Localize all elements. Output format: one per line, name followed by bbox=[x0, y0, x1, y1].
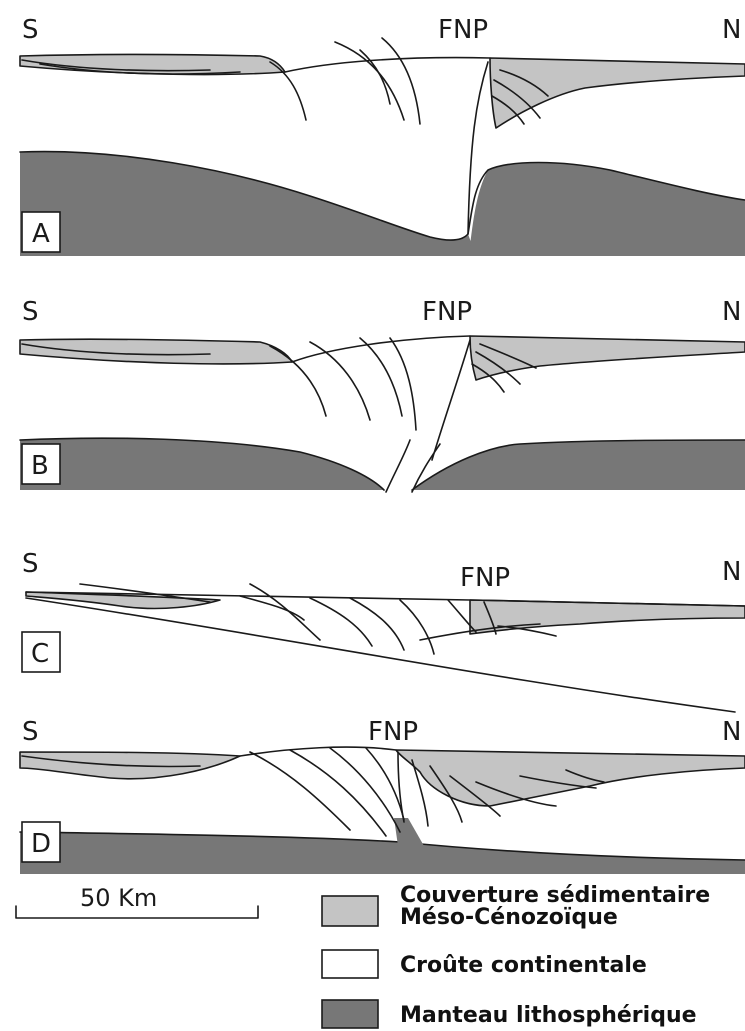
legend-label-mantle: Manteau lithosphérique bbox=[400, 1003, 697, 1028]
panel-b-fnp-label: FNP bbox=[422, 297, 472, 327]
legend-swatch-crust bbox=[322, 950, 378, 978]
panel-d-wedge bbox=[394, 818, 424, 846]
panel-b-sediment-left bbox=[20, 339, 292, 364]
panel-d-fnp-label: FNP bbox=[368, 717, 418, 747]
legend-label-crust: Croûte continentale bbox=[400, 953, 647, 978]
legend: Couverture sédimentaire Méso-Cénozoïque … bbox=[322, 883, 710, 1028]
panel-d-tag: D bbox=[31, 829, 51, 859]
panel-a-mantle-left bbox=[20, 152, 476, 256]
panel-d-fault bbox=[290, 750, 386, 836]
panel-b-topography bbox=[292, 336, 470, 362]
legend-swatch-sediment bbox=[322, 896, 378, 926]
panel-d-fault bbox=[250, 752, 350, 830]
panel-c: S FNP N C bbox=[22, 549, 745, 712]
panel-a-sediment-left bbox=[20, 55, 285, 75]
panel-b-south-label: S bbox=[22, 297, 39, 327]
panel-d-mantle bbox=[20, 832, 745, 874]
panel-a-fault bbox=[335, 42, 404, 120]
panel-a-topography bbox=[285, 58, 490, 72]
panel-b: S FNP N B bbox=[20, 297, 745, 492]
panel-a-mantle-right bbox=[470, 163, 745, 257]
panel-a: S FNP N A bbox=[20, 15, 745, 256]
legend-swatch-mantle bbox=[322, 1000, 378, 1028]
panel-b-main-fault bbox=[432, 340, 470, 460]
panel-d-sediment-right bbox=[396, 750, 745, 806]
panel-c-fnp-label: FNP bbox=[460, 563, 510, 593]
panel-c-tag: C bbox=[31, 639, 49, 669]
panel-a-south-label: S bbox=[22, 15, 39, 45]
panel-a-fnp-label: FNP bbox=[438, 15, 488, 45]
panel-b-north-label: N bbox=[722, 297, 741, 327]
panel-b-tag: B bbox=[31, 451, 49, 481]
panel-d-north-label: N bbox=[722, 717, 741, 747]
panel-c-south-label: S bbox=[22, 549, 39, 579]
panel-a-north-label: N bbox=[722, 15, 741, 45]
panel-c-north-label: N bbox=[722, 557, 741, 587]
panel-b-mantle-left bbox=[20, 438, 384, 490]
legend-label-sediment-age: Méso-Cénozoïque bbox=[400, 905, 618, 930]
panel-b-fault bbox=[390, 338, 416, 430]
panel-d-south-label: S bbox=[22, 717, 39, 747]
panel-c-fault bbox=[250, 584, 320, 640]
panel-b-mantle-right bbox=[412, 440, 745, 490]
panel-d: S FNP N D bbox=[20, 717, 745, 874]
panel-d-fault bbox=[330, 748, 400, 832]
scale-bar: 50 Km bbox=[16, 884, 258, 918]
panel-c-fault bbox=[400, 600, 434, 654]
scale-bar-label: 50 Km bbox=[80, 884, 157, 912]
panel-c-fault bbox=[350, 598, 404, 650]
panel-a-sediment-right bbox=[490, 58, 745, 128]
panel-b-sediment-right bbox=[470, 336, 745, 380]
panel-b-fault bbox=[360, 338, 402, 416]
panel-b-slab-line bbox=[386, 440, 410, 492]
panel-a-tag: A bbox=[32, 219, 50, 249]
